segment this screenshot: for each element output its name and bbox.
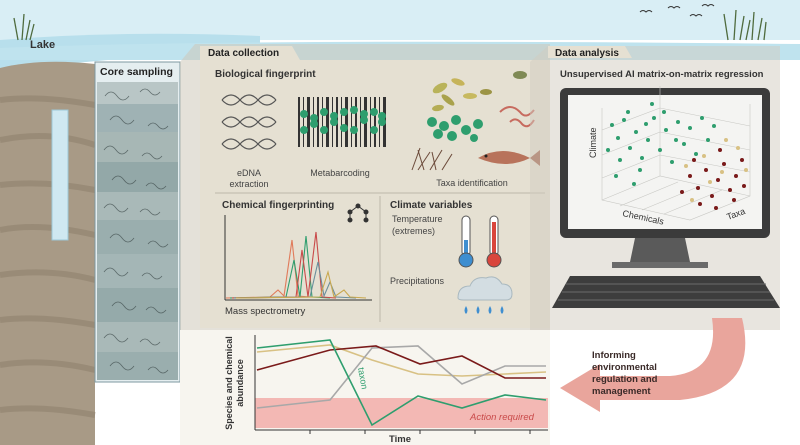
timeseries-ticks: [309, 430, 531, 434]
core-sampling-title: Core sampling: [100, 66, 173, 78]
edna-label-2: extraction: [229, 179, 268, 189]
molecule-icon: [347, 203, 369, 223]
informing-line-4: management: [592, 386, 651, 397]
core-tube-icon: [51, 109, 69, 241]
scatter-points-tan: [684, 138, 748, 202]
scatter-points-red: [680, 148, 746, 210]
rain-cloud-icon: [457, 276, 513, 314]
taxon-label: taxon: [356, 367, 370, 390]
core-dna-glyphs: [103, 88, 169, 374]
timeseries-lines: [256, 339, 547, 427]
timeseries-ylabel-2: abundance: [235, 359, 245, 407]
bio-title: Biological fingerprint: [215, 69, 316, 80]
analysis-tab: [548, 46, 632, 58]
lake-label: Lake: [30, 39, 55, 51]
metabarcoding-label: Metabarcoding: [310, 168, 370, 178]
collection-tab: [200, 46, 300, 60]
thermometer-cold-icon: [458, 215, 474, 268]
analysis-tab-label: Data analysis: [555, 48, 619, 59]
monitor-base: [612, 262, 708, 268]
temp-label-2: (extremes): [392, 226, 435, 236]
monitor-stand: [630, 238, 690, 262]
keyboard-keys: [558, 283, 774, 301]
reeds-right: [723, 9, 767, 41]
informing-line-1: Informing: [592, 350, 636, 361]
informing-line-2: environmental: [592, 362, 657, 373]
scatter-points-green: [606, 102, 716, 186]
collection-tab-label: Data collection: [208, 48, 279, 59]
analysis-title: Unsupervised AI matrix-on-matrix regress…: [560, 69, 764, 80]
sky: [0, 0, 800, 40]
axis-climate-label: Climate: [588, 127, 598, 158]
mass-spectrum-peaks: [225, 231, 367, 299]
edna-label-1: eDNA: [237, 168, 261, 178]
birds-icon: [639, 4, 715, 17]
soil: [0, 61, 95, 445]
chem-title: Chemical fingerprinting: [222, 200, 334, 211]
plant-roots-icon: [411, 147, 453, 171]
timeseries-xlabel: Time: [389, 434, 411, 445]
reeds-left: [13, 13, 35, 41]
taxa-id-label: Taxa identification: [436, 178, 508, 188]
scatter-grid: [601, 86, 751, 221]
metabarcoding-dna-icon: [300, 106, 386, 134]
precip-label: Precipitations: [390, 276, 445, 286]
feedback-arrow: [560, 318, 746, 412]
mass-spec-label: Mass spectrometry: [225, 306, 305, 317]
action-required-label: Action required: [469, 412, 535, 423]
thermometer-hot-icon: [486, 215, 502, 268]
temp-label-1: Temperature: [392, 214, 443, 224]
organisms-icon: [427, 71, 535, 142]
dna-helix-icon: [221, 94, 277, 150]
soil-layers: [0, 95, 96, 418]
core-sediment-layers: [97, 82, 178, 380]
climate-title: Climate variables: [390, 200, 473, 211]
monitor-screen: [568, 95, 762, 229]
timeseries-ylabel-1: Species and chemical: [224, 336, 234, 430]
informing-line-3: regulation and: [592, 374, 658, 385]
